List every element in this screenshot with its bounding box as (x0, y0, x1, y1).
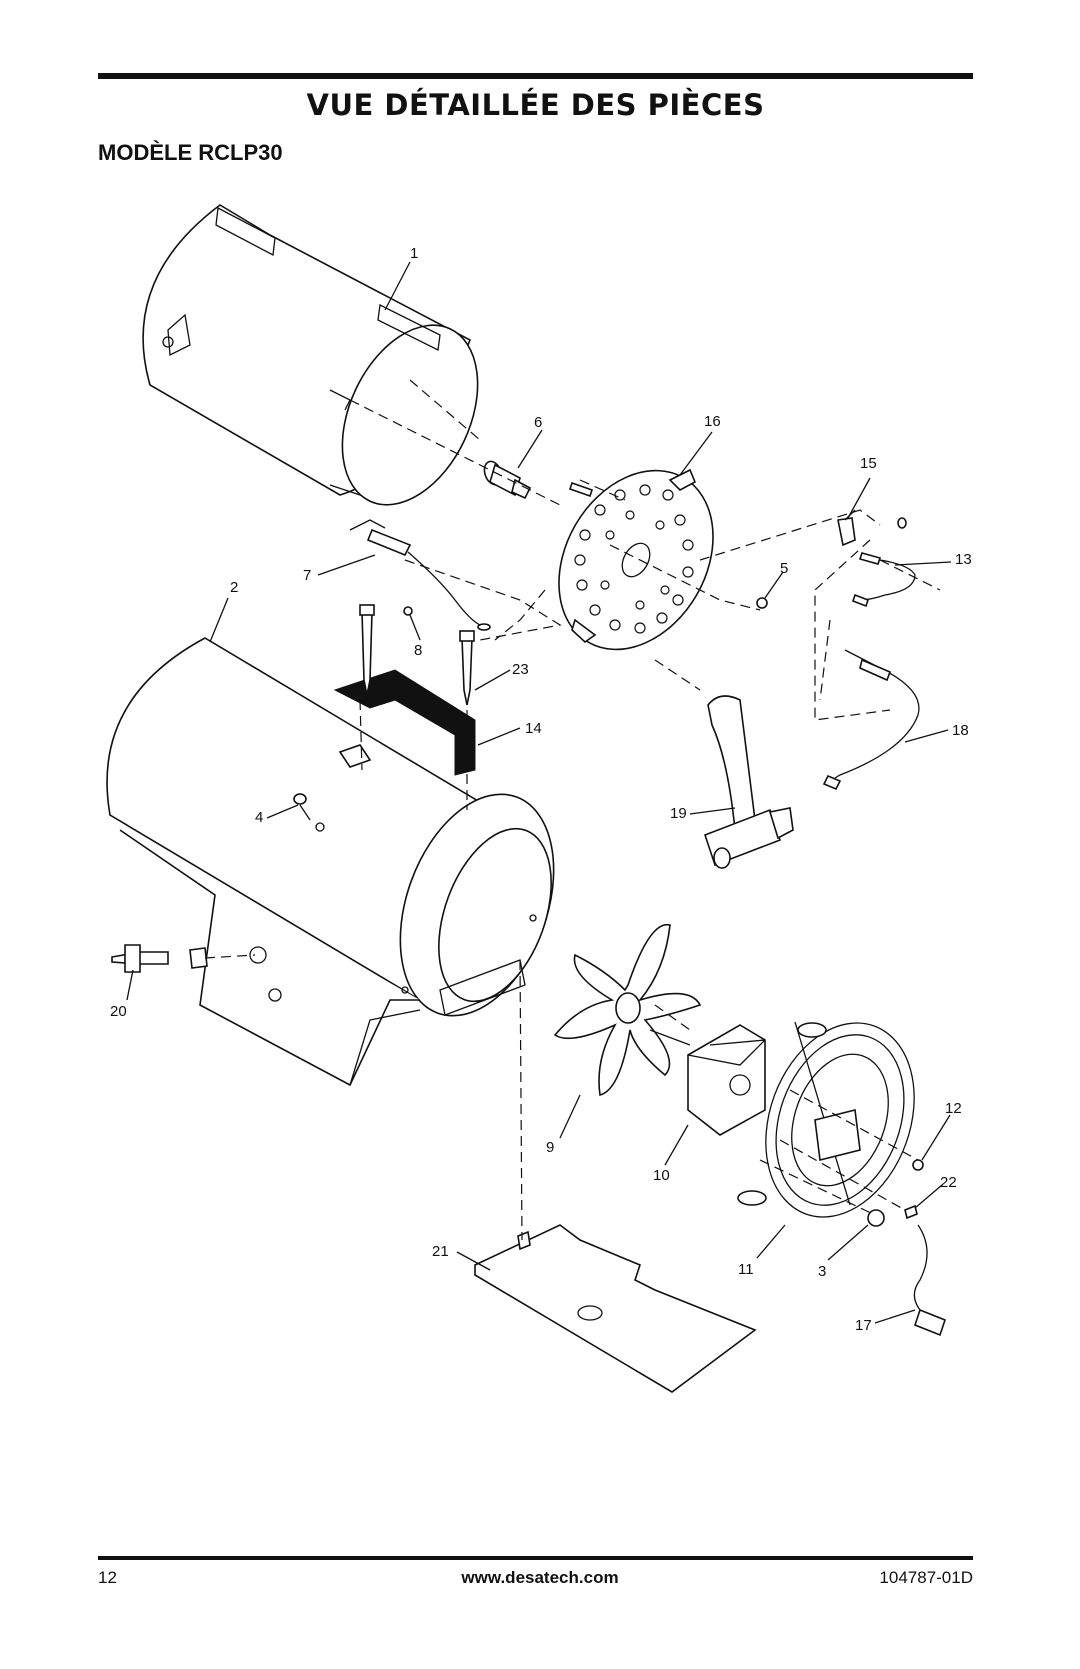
callout-8: 8 (414, 642, 422, 659)
part-nozzle (483, 460, 532, 500)
callout-9: 9 (546, 1139, 554, 1156)
website-link[interactable]: www.desatech.com (461, 1568, 619, 1587)
part-fan-blade (553, 923, 702, 1096)
part-upper-shell (142, 204, 479, 506)
callout-7: 7 (303, 567, 311, 584)
page-number: 12 (98, 1568, 117, 1587)
callout-20: 20 (110, 1003, 127, 1020)
callout-21: 21 (432, 1243, 449, 1260)
part-hardware (867, 1159, 946, 1337)
part-bottom-plate (474, 1224, 757, 1393)
part-gas-tube (703, 695, 794, 869)
callout-1: 1 (410, 245, 418, 262)
callout-labels: 1 2 3 4 5 6 7 8 9 10 11 12 13 14 15 16 1… (110, 245, 972, 1334)
part-fan-guard (737, 1021, 915, 1218)
part-thermocouple (822, 649, 920, 791)
part-electrical (756, 509, 916, 609)
callout-14: 14 (525, 720, 542, 737)
callout-16: 16 (704, 413, 721, 430)
callout-10: 10 (653, 1167, 670, 1184)
page-title: VUE DÉTAILLÉE DES PIÈCES (306, 88, 765, 122)
part-handle (333, 669, 476, 776)
callout-3: 3 (818, 1263, 826, 1280)
callout-2: 2 (230, 579, 238, 596)
callout-19: 19 (670, 805, 687, 822)
assembly-dashed-lines (204, 379, 941, 1241)
callout-13: 13 (955, 551, 972, 568)
leader-lines (126, 261, 952, 1324)
part-20 (111, 944, 208, 973)
footer-rule (98, 1556, 973, 1560)
callout-12: 12 (945, 1100, 962, 1117)
part-flame-plate (558, 468, 714, 651)
model-subtitle: MODÈLE RCLP30 (98, 140, 283, 165)
part-screws (359, 604, 475, 706)
callout-22: 22 (940, 1174, 957, 1191)
header-rule (98, 73, 973, 79)
callout-11: 11 (738, 1261, 754, 1278)
part-motor (649, 1024, 766, 1136)
callout-17: 17 (855, 1317, 872, 1334)
part-4 (293, 793, 325, 832)
callout-6: 6 (534, 414, 542, 431)
document-number: 104787-01D (879, 1568, 973, 1587)
callout-4: 4 (255, 809, 263, 826)
callout-23: 23 (512, 661, 529, 678)
callout-18: 18 (952, 722, 969, 739)
callout-5: 5 (780, 560, 788, 577)
part-lower-housing (106, 637, 555, 1087)
callout-15: 15 (860, 455, 877, 472)
